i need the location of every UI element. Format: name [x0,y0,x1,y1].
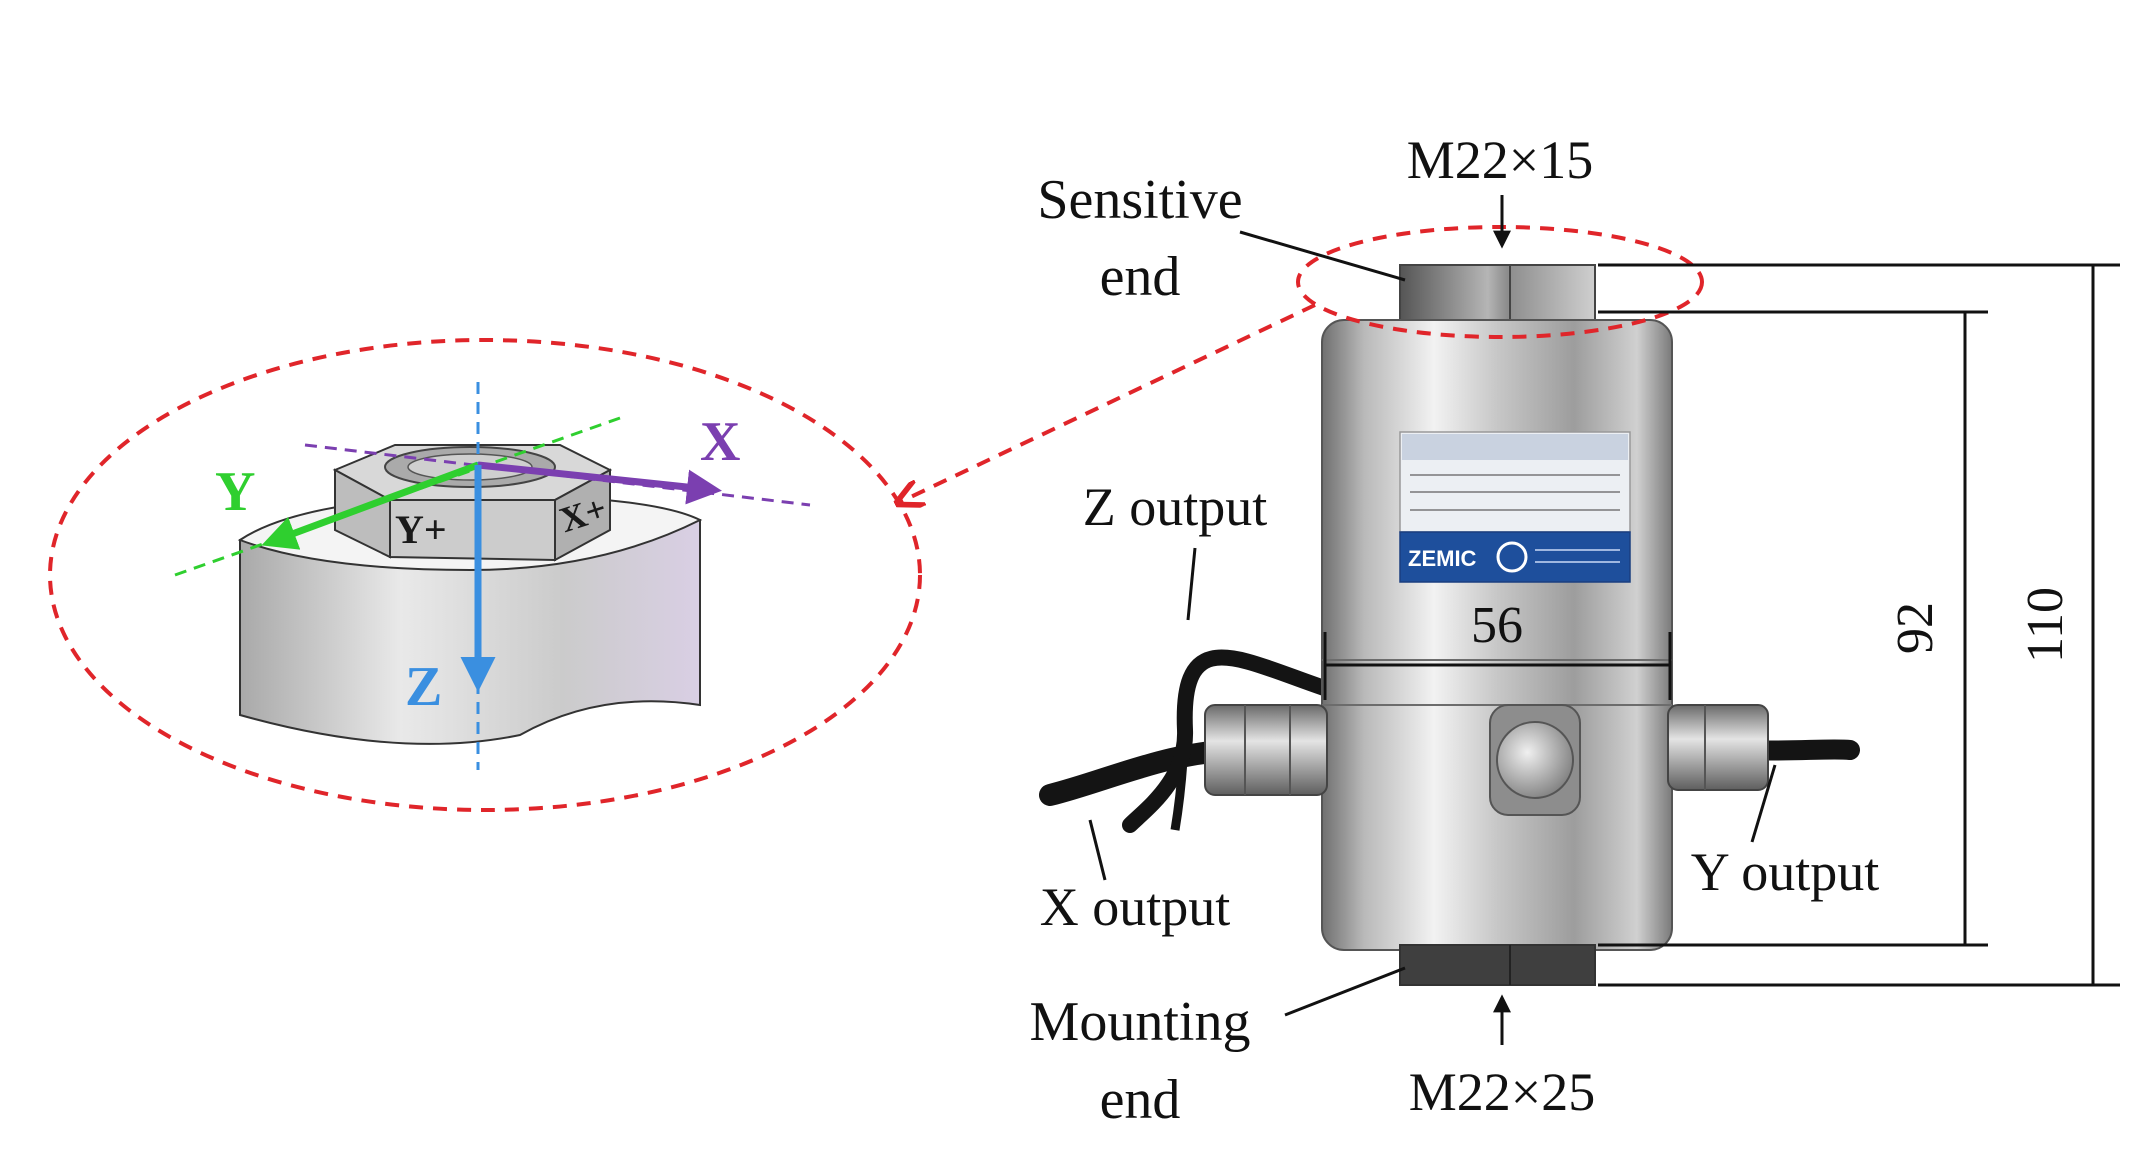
mounting-end-leader [1284,966,1406,1017]
sensor-illustration: ZEMIC [1039,225,1860,986]
y-output-label: Y output [1691,842,1880,902]
x-output-gland [1204,704,1328,796]
y-axis-label: Y [215,461,255,523]
x-axis-label: X [700,411,740,473]
y-axis-arrow [261,461,480,550]
annotations: M22×15 Sensitive end Z output X output Y… [1030,130,1880,1131]
z-axis-label: Z [405,656,442,718]
body-height-dimension-label: 92 [1887,602,1944,654]
x-axis-arrow [477,461,722,505]
top-thread-label: M22×15 [1407,130,1593,190]
brand-badge [1399,531,1631,583]
mounting-end-label-line2: end [1100,1069,1181,1131]
diameter-dimension-label: 56 [1471,597,1523,654]
y-output-leader [1750,764,1777,843]
brand-name: ZEMIC [1408,546,1477,571]
x-output-leader [1088,819,1107,881]
sensitive-end-leader [1239,230,1406,282]
sensitive-end-callout [1296,225,1704,339]
bottom-thread-label: M22×25 [1409,1062,1595,1122]
zoom-callout-ellipse [48,338,922,812]
top-hex-thread [1399,264,1596,324]
sensitive-end-label-line2: end [1100,246,1181,308]
x-output-label: X output [1040,877,1231,937]
total-height-dimension-label: 110 [2017,587,2074,663]
z-output-leader [1186,547,1197,621]
y-output-gland [1667,704,1769,791]
zoom-detail: Y+ X+ X Y Z [48,338,922,812]
mounting-end-label-line1: Mounting [1030,991,1251,1053]
sensitive-end-label-line1: Sensitive [1037,169,1242,231]
dimensions: 56 92 110 [1323,263,2120,987]
z-output-label: Z output [1083,477,1268,537]
face-label-y: Y+ [395,507,447,552]
callout-arrow [900,303,1316,502]
brand-logo-icon [1496,541,1528,573]
bottom-hex-thread [1399,944,1596,986]
